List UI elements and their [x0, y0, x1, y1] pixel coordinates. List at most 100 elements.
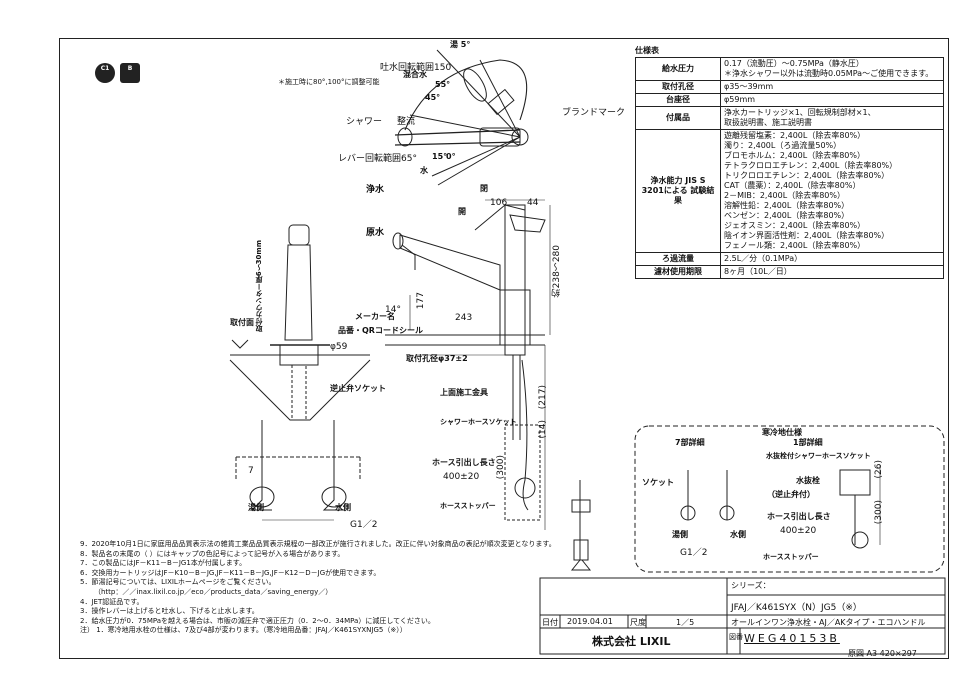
- hose-length-value: 400±20: [443, 472, 480, 482]
- note-line: 6．交換用カートリッジはJF－K10－B－JG,JF－K11－B－JG,JF－K…: [80, 568, 381, 577]
- hot-angle-label: 湯 5°: [450, 40, 471, 49]
- spec-value: 0.17（流動圧）～0.75MPa（静水圧）＊浄水シャワー以外は流動時0.05M…: [720, 57, 944, 81]
- drain-plug-label: 水抜栓: [796, 476, 820, 485]
- angle-0-label: 0°: [446, 152, 456, 161]
- dim-14deg: 14°: [385, 305, 401, 315]
- angle-45-label: 45°: [425, 93, 441, 102]
- purified-water-label: 浄水: [366, 185, 385, 195]
- dim-177: 177: [416, 292, 426, 310]
- lever-rotation-label: レバー回転範囲65°: [338, 154, 417, 164]
- front-view: [229, 224, 371, 521]
- date-value: 2019.04.01: [567, 617, 613, 626]
- raw-water-label: 原水: [366, 228, 385, 238]
- dim-59: φ59: [330, 342, 348, 352]
- seiryu-label: 整流: [397, 117, 416, 127]
- mixed-water-label: 混合水: [403, 70, 427, 79]
- spec-key: 取付孔径: [635, 80, 721, 94]
- note-line: 注） 1．寒冷地用水栓の仕様は、7及び4部が変わります。（寒冷地用品番：JFAJ…: [80, 626, 407, 635]
- spec-value-line: 取扱説明書、施工説明書: [724, 118, 812, 127]
- top-mount-fitting-label: 上面施工金具: [440, 388, 488, 397]
- part-qr-label: 品番・QRコードシール: [338, 326, 423, 335]
- brand-mark-label: ブランドマーク: [562, 108, 626, 118]
- hot-side2-label: 湯側: [672, 530, 688, 539]
- drawing-number: WEG40153B: [744, 632, 840, 645]
- dim-300b: (300): [874, 500, 884, 525]
- spec-value: 遊離残留塩素：2,400L（除去率80%）濁り：2,400L（ろ過流量50%）ブ…: [720, 129, 944, 253]
- note-line: 2．給水圧力が0．75MPaを越える場合は、市販の減圧弁で適正圧力（0．2～0．…: [80, 616, 435, 625]
- detail-7-label: 7部詳細: [675, 438, 705, 447]
- dim-238-280: 約238～280: [552, 245, 562, 298]
- c1-badge-icon: C1: [95, 63, 115, 83]
- open-label: 開: [458, 207, 466, 216]
- spec-value-line: ブロモホルム：2,400L（除去率80%）: [724, 151, 865, 160]
- b-badge-icon: B: [120, 63, 140, 83]
- scale-value: 1／5: [676, 618, 695, 627]
- mount-hole-label: 取付孔径φ37±2: [406, 354, 468, 363]
- spec-value: φ35～39mm: [720, 80, 944, 94]
- scale-label: 尺度: [630, 618, 646, 627]
- b-badge-text: B: [127, 65, 133, 72]
- spec-value-line: 遊離残留塩素：2,400L（除去率80%）: [724, 131, 866, 140]
- note-line: 5．節湯記号については、LIXILホームページをご覧ください。: [80, 578, 276, 587]
- product-name: オールインワン浄水栓・AJ／AKタイプ・エコハンドル: [731, 618, 926, 627]
- spec-value-line: 8ヶ月（10L／日）: [724, 267, 792, 276]
- spec-value-line: ＊浄水シャワー以外は流動時0.05MPa～ご使用できます。: [724, 69, 934, 78]
- hose-stopper-label: ホースストッパー: [440, 502, 496, 510]
- hose-length2-label: ホース引出し長さ: [767, 512, 831, 521]
- water-label: 水: [420, 166, 428, 175]
- spec-row: 付属品浄水カートリッジ×1、回転規制部材×1、取扱説明書、施工説明書: [635, 106, 944, 130]
- dim-243: 243: [455, 313, 473, 323]
- hose-stopper2-label: ホースストッパー: [763, 553, 819, 561]
- top-view: [394, 49, 529, 186]
- note-line: 7．この製品にはJF－K11－B－JG1本が付属します。: [80, 559, 247, 568]
- spout-adjust-note: ＊施工時に80°,100°に調整可能: [278, 78, 380, 86]
- counter-thickness-label: 取付カウンター厚6～30mm: [255, 240, 263, 333]
- hose-length2-value: 400±20: [780, 526, 817, 536]
- spec-key: 台座径: [635, 93, 721, 107]
- dim-217: (217): [538, 385, 548, 410]
- spec-value-line: 2.5L／分（0.1MPa）: [724, 254, 803, 263]
- drain-valve-socket-label: 水抜栓付シャワーホースソケット: [766, 452, 871, 460]
- spec-key: 濾材使用期限: [635, 265, 721, 279]
- drawing-no-label: 図番: [729, 633, 743, 641]
- spec-value-line: 濁り：2,400L（ろ過流量50%）: [724, 141, 842, 150]
- angle-55-label: 55°: [435, 80, 451, 89]
- spec-value-line: 溶解性鉛：2,400L（除去率80%）: [724, 201, 850, 210]
- spec-value-line: 2－MIB：2,400L（除去率80%）: [724, 191, 845, 200]
- maker-name-label: メーカー名: [355, 312, 395, 321]
- model-number: JFAJ／K461SYX（N）JG5（※）: [731, 603, 862, 613]
- g12-label: G1／2: [350, 520, 378, 530]
- cold-region-title: 寒冷地仕様: [762, 428, 802, 437]
- spec-value: 浄水カートリッジ×1、回転規制部材×1、取扱説明書、施工説明書: [720, 106, 944, 130]
- cold-side-label: 水側: [335, 503, 351, 512]
- paper-size: 原図 A3 420×297: [848, 649, 917, 658]
- cold-region-box: [634, 425, 945, 573]
- detail-1-label: 1部詳細: [793, 438, 823, 447]
- dim-14: (14): [538, 420, 548, 439]
- hose-socket-label: シャワーホースソケット: [440, 418, 517, 426]
- dim-26: (26): [874, 460, 884, 479]
- note-line: 9．2020年10月1日に家庭用品品質表示法の雑貨工業品品質表示規程の一部改正が…: [80, 540, 556, 548]
- company-logo: 株式会社 LIXIL: [592, 635, 671, 648]
- drawing-frame: [59, 38, 949, 659]
- side-view: [385, 199, 592, 571]
- note-line: 8．製品名の末尾の（ ）にはキャップの色記号によって記号が入る場合があります。: [80, 549, 345, 558]
- socket-label: ソケット: [642, 478, 674, 487]
- spec-value-line: ジェオスミン：2,400L（除去率80%）: [724, 221, 866, 230]
- spec-key: 給水圧力: [635, 57, 721, 81]
- note-line: 4．JET認証品です。: [80, 597, 144, 606]
- hose-length-label: ホース引出し長さ: [432, 458, 496, 467]
- spec-value-line: フェノール類：2,400L（除去率80%）: [724, 241, 866, 250]
- shower-label: シャワー: [346, 117, 383, 127]
- date-label: 日付: [542, 618, 558, 627]
- dim-300: (300): [496, 455, 506, 480]
- spec-value-line: 0.17（流動圧）～0.75MPa（静水圧）: [724, 59, 864, 68]
- dim-106: 106: [490, 198, 508, 208]
- detail-7-marker: 7: [248, 466, 254, 476]
- angle-15-label: 15°: [432, 152, 448, 161]
- spec-value-line: φ59mm: [724, 95, 756, 104]
